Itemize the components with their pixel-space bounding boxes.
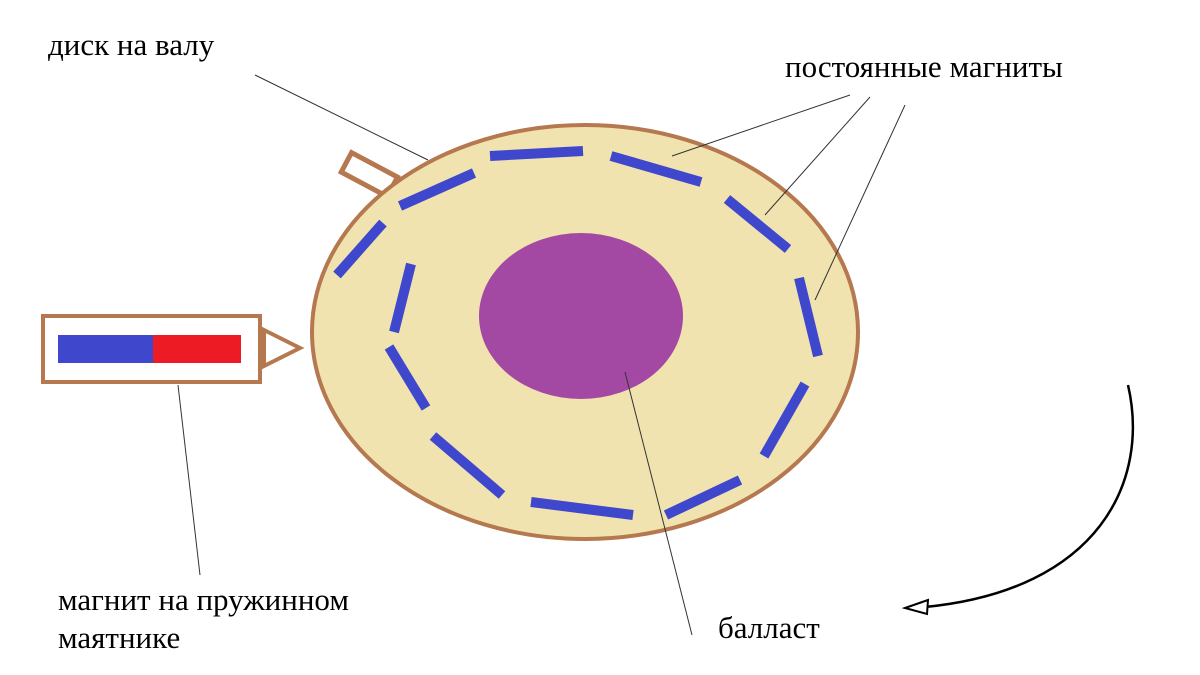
magnet-north-pole: [58, 335, 153, 363]
label-disk: диск на валу: [48, 27, 215, 62]
label-pendulum-magnet-line2: маятнике: [58, 620, 181, 655]
permanent-magnet: [530, 497, 634, 520]
permanent-magnet: [489, 146, 584, 161]
leader-disk: [254, 74, 429, 161]
permanent-magnet: [609, 151, 703, 187]
leader-lines: [177, 74, 906, 636]
pointer-triangle: [262, 326, 305, 370]
leader-ballast: [624, 371, 693, 636]
permanent-magnet: [384, 344, 431, 411]
pendulum-magnet: [41, 314, 305, 384]
leader-magnets: [764, 96, 871, 216]
leader-magnets: [814, 104, 906, 301]
permanent-magnet: [397, 168, 477, 211]
rotation-arrow-icon: [901, 384, 1135, 616]
magnet-south-pole: [153, 335, 241, 363]
permanent-magnet: [333, 219, 387, 279]
permanent-magnet: [429, 432, 506, 499]
permanent-magnet: [723, 195, 792, 253]
leader-pendulum-magnet: [177, 384, 201, 576]
permanent-magnet: [389, 262, 416, 334]
permanent-magnet: [663, 475, 743, 520]
permanent-magnet: [759, 381, 810, 459]
leader-magnets: [671, 94, 851, 157]
ballast: [479, 233, 683, 399]
permanent-magnets: [333, 146, 823, 520]
label-permanent-magnets: постоянные магниты: [785, 49, 1063, 84]
permanent-magnet: [794, 276, 823, 358]
label-pendulum-magnet-line1: магнит на пружинном: [58, 582, 349, 617]
label-ballast: балласт: [718, 610, 820, 645]
